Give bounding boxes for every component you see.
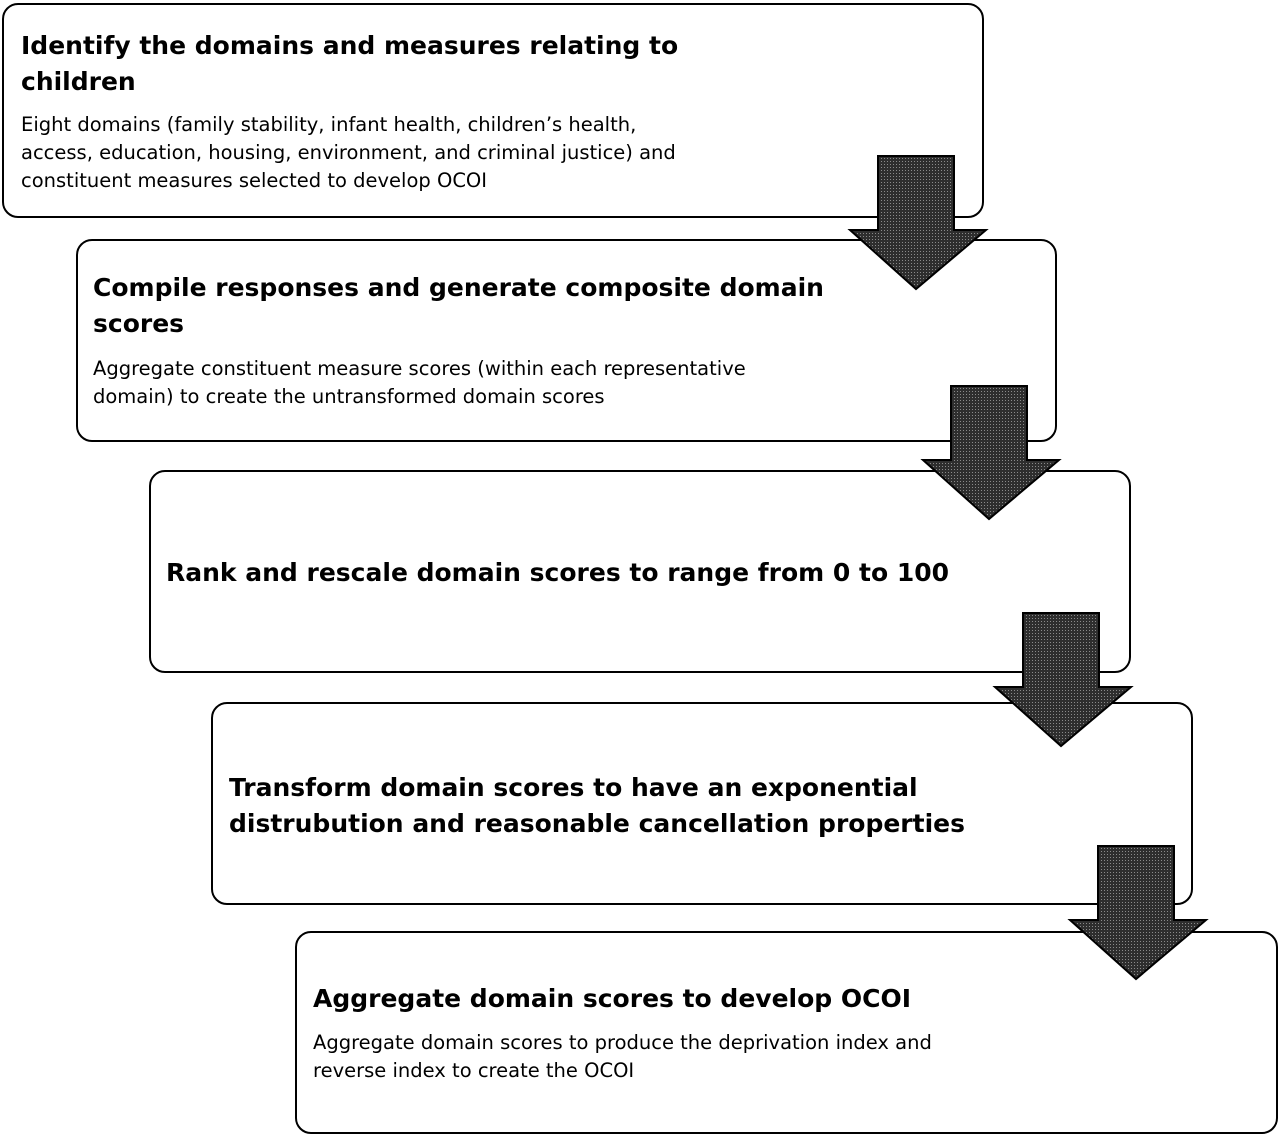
flow-step-1: Identify the domains and measures relati… xyxy=(2,3,984,218)
step-1-title: Identify the domains and measures relati… xyxy=(21,31,679,96)
down-arrow-icon xyxy=(847,155,989,291)
step-5-title: Aggregate domain scores to develop OCOI xyxy=(313,984,912,1013)
step-5-description: Aggregate domain scores to produce the d… xyxy=(313,1031,932,1082)
step-2-description: Aggregate constituent measure scores (wi… xyxy=(93,357,746,408)
down-arrow-3-to-4 xyxy=(992,612,1134,748)
flow-step-2: Compile responses and generate composite… xyxy=(76,239,1057,442)
down-arrow-4-to-5 xyxy=(1067,845,1209,981)
down-arrow-1-to-2 xyxy=(847,155,989,291)
step-3-title: Rank and rescale domain scores to range … xyxy=(166,558,950,587)
down-arrow-icon xyxy=(920,385,1062,521)
flow-step-3: Rank and rescale domain scores to range … xyxy=(149,470,1131,673)
down-arrow-icon xyxy=(992,612,1134,748)
flow-step-5: Aggregate domain scores to develop OCOI … xyxy=(295,931,1278,1134)
step-2-title: Compile responses and generate composite… xyxy=(93,273,824,338)
down-arrow-icon xyxy=(1067,845,1209,981)
step-4-title: Transform domain scores to have an expon… xyxy=(229,773,965,838)
flow-step-4: Transform domain scores to have an expon… xyxy=(211,702,1193,905)
down-arrow-2-to-3 xyxy=(920,385,1062,521)
step-1-description: Eight domains (family stability, infant … xyxy=(21,113,676,192)
